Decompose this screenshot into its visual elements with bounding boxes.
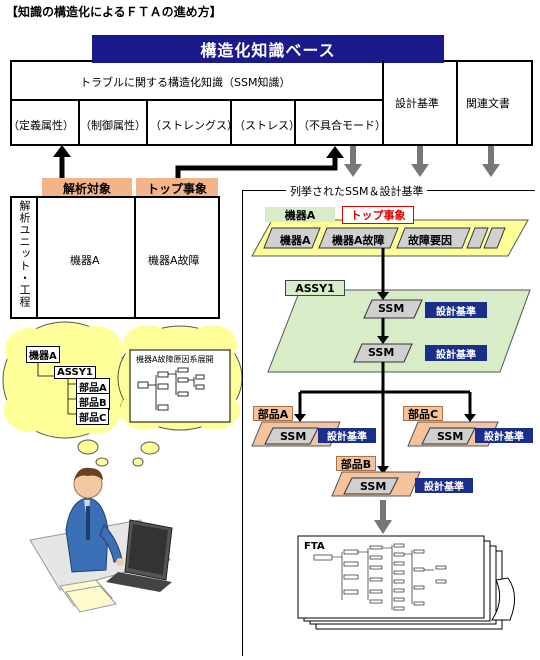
attr-stress: （ストレス） <box>234 119 300 132</box>
gray-arrow-2 <box>411 146 429 177</box>
thought-card <box>129 349 231 423</box>
top-event-tag: トップ事象 <box>136 178 218 198</box>
top-event-red-tag: トップ事象 <box>342 206 414 224</box>
gray-arrow-1 <box>344 146 362 177</box>
attr-control: （制御属性） <box>80 119 146 132</box>
bom-root: 機器A <box>26 346 60 363</box>
knowledge-base-banner: 構造化知識ベース <box>92 35 444 63</box>
analysis-unit-label: 解析ユニット・工程 <box>18 200 31 308</box>
chain-box-5 <box>483 227 506 249</box>
attr-divider-1 <box>78 101 80 146</box>
chain-box-2 <box>318 227 399 249</box>
assy-tag: ASSY1 <box>285 280 345 296</box>
listed-panel <box>242 190 535 656</box>
kb-row-divider <box>10 99 384 101</box>
branch-a-head <box>294 414 306 422</box>
kb-divider-1 <box>382 60 384 146</box>
ssm-header: トラブルに関する構造化知識（SSM知識） <box>80 76 291 89</box>
chain-box-3 <box>396 227 471 249</box>
branch-b-head <box>377 466 389 474</box>
flow-head-3 <box>377 336 389 344</box>
arrow-top-event-to-failure-mode <box>175 146 344 178</box>
gray-arrow-3 <box>482 146 500 177</box>
branch-c-head <box>464 414 476 422</box>
listed-panel-title: 列挙されたSSM＆設計基準 <box>286 183 428 199</box>
analysis-unit-box <box>10 196 220 319</box>
attr-divider-2 <box>146 101 148 146</box>
part-a-design-standard: 設計基準 <box>318 428 376 443</box>
related-docs-header: 関連文書 <box>466 97 510 110</box>
unit-divider-1 <box>36 196 38 319</box>
fta-document-stack <box>297 535 515 630</box>
page-title: 【知識の構造化によるＦＴＡの進め方】 <box>6 5 222 19</box>
part-b-tag: 部品B <box>336 456 376 471</box>
bom-part-c: 部品C <box>76 408 110 425</box>
chain-box-1 <box>263 227 321 249</box>
design-standard-tag-2: 設計基準 <box>425 345 487 361</box>
attr-definition: （定義属性） <box>8 119 74 132</box>
design-standard-tag-1: 設計基準 <box>425 302 487 318</box>
attr-divider-3 <box>230 101 232 146</box>
ssm-label-1: SSM <box>378 302 405 315</box>
part-b-design-standard: 設計基準 <box>415 478 473 493</box>
unit-divider-2 <box>134 196 136 319</box>
chain-box-4 <box>466 227 489 249</box>
flow-head-2 <box>377 292 389 300</box>
attr-strength: （ストレングス） <box>150 119 238 132</box>
part-c-tag: 部品C <box>403 406 443 421</box>
ssm-box-1 <box>363 299 423 319</box>
device-label: 機器A <box>70 254 100 267</box>
arrow-target-to-definition <box>53 145 71 178</box>
failure-label: 機器A故障 <box>148 254 200 267</box>
analysis-target-tag: 解析対象 <box>42 178 132 198</box>
attr-failure-mode: （不具合モード） <box>298 119 386 132</box>
thought-card-title: 機器A故障原因系展開 <box>136 355 214 364</box>
ssm-box-2 <box>353 343 413 363</box>
kb-divider-2 <box>456 60 458 146</box>
part-c-ssm-label: SSM <box>437 430 464 443</box>
arrow-to-fta <box>374 500 392 534</box>
part-a-ssm <box>264 427 319 445</box>
part-c-design-standard: 設計基準 <box>475 428 533 443</box>
part-c-ssm <box>421 427 476 445</box>
person-illustration <box>29 467 173 613</box>
fta-label: FTA <box>304 541 325 552</box>
thought-card-tree <box>137 367 205 411</box>
ssm-label-2: SSM <box>368 346 395 359</box>
chain-item-2: 機器A故障 <box>332 234 385 247</box>
part-b-ssm <box>343 477 399 495</box>
design-standard-header: 設計基準 <box>395 97 439 110</box>
bom-assy: ASSY1 <box>54 366 96 379</box>
part-a-tag: 部品A <box>253 406 293 421</box>
part-b-ssm-label: SSM <box>360 480 387 493</box>
page-curl <box>491 577 515 621</box>
chain-item-3: 故障要因 <box>408 234 452 247</box>
chain-item-1: 機器A <box>280 234 311 247</box>
attr-divider-4 <box>294 101 296 146</box>
device-tag: 機器A <box>265 207 335 222</box>
part-a-ssm-label: SSM <box>280 430 307 443</box>
